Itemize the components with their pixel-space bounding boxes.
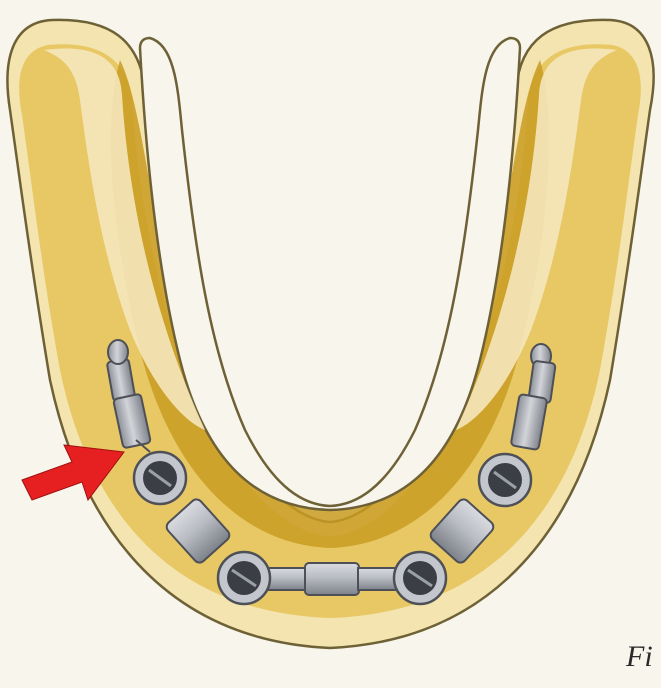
screw-head-icon: [218, 552, 270, 604]
screw-head-icon: [134, 452, 186, 504]
screw-head-icon: [479, 454, 531, 506]
figure-caption-fragment: Fi: [626, 640, 653, 674]
screw-head-icon: [394, 552, 446, 604]
connector-bar-icon: [305, 563, 359, 595]
